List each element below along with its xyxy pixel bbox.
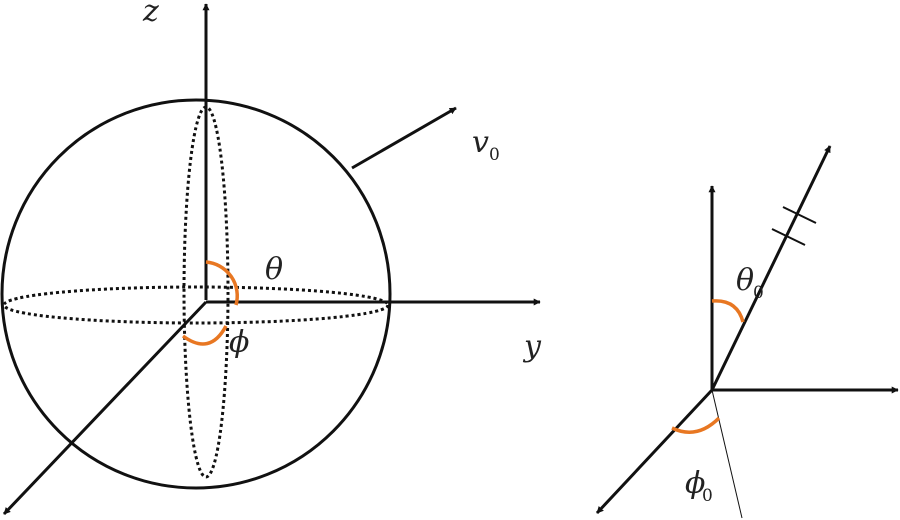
theta0-label-subscript: 0 [753, 283, 764, 303]
phi-angle-arc [181, 325, 228, 346]
v0-label-subscript: 0 [489, 145, 500, 165]
v0-vector-arrow [351, 106, 457, 170]
v0-label: v 0 [472, 125, 500, 165]
phi0-label-subscript: 0 [702, 486, 713, 506]
left-figure: z y θ ϕ v 0 [0, 0, 542, 516]
theta0-label: θ 0 [736, 263, 764, 303]
phi0-label-main: ϕ [685, 466, 705, 501]
direction-vector [710, 145, 832, 391]
right-figure: θ 0 ϕ 0 [595, 145, 899, 519]
direction-tick-1 [771, 228, 806, 246]
z-axis-label: z [142, 0, 159, 29]
theta-label: θ [265, 252, 283, 287]
equator-dotted-ellipse [2, 285, 390, 325]
phi0-label: ϕ 0 [685, 466, 713, 506]
phi-label: ϕ [229, 325, 249, 360]
v0-label-main: v [472, 125, 489, 160]
sphere-outline [0, 98, 392, 490]
theta0-angle-arc [711, 299, 745, 323]
theta0-label-main: θ [736, 263, 754, 298]
y-axis-label: y [522, 329, 542, 364]
theta-angle-arc [205, 260, 239, 306]
projection-line [711, 389, 743, 519]
phi0-angle-arc [671, 416, 721, 434]
x-axis [2, 300, 208, 516]
right-lower-left-axis [595, 388, 714, 515]
direction-tick-2 [782, 206, 817, 224]
